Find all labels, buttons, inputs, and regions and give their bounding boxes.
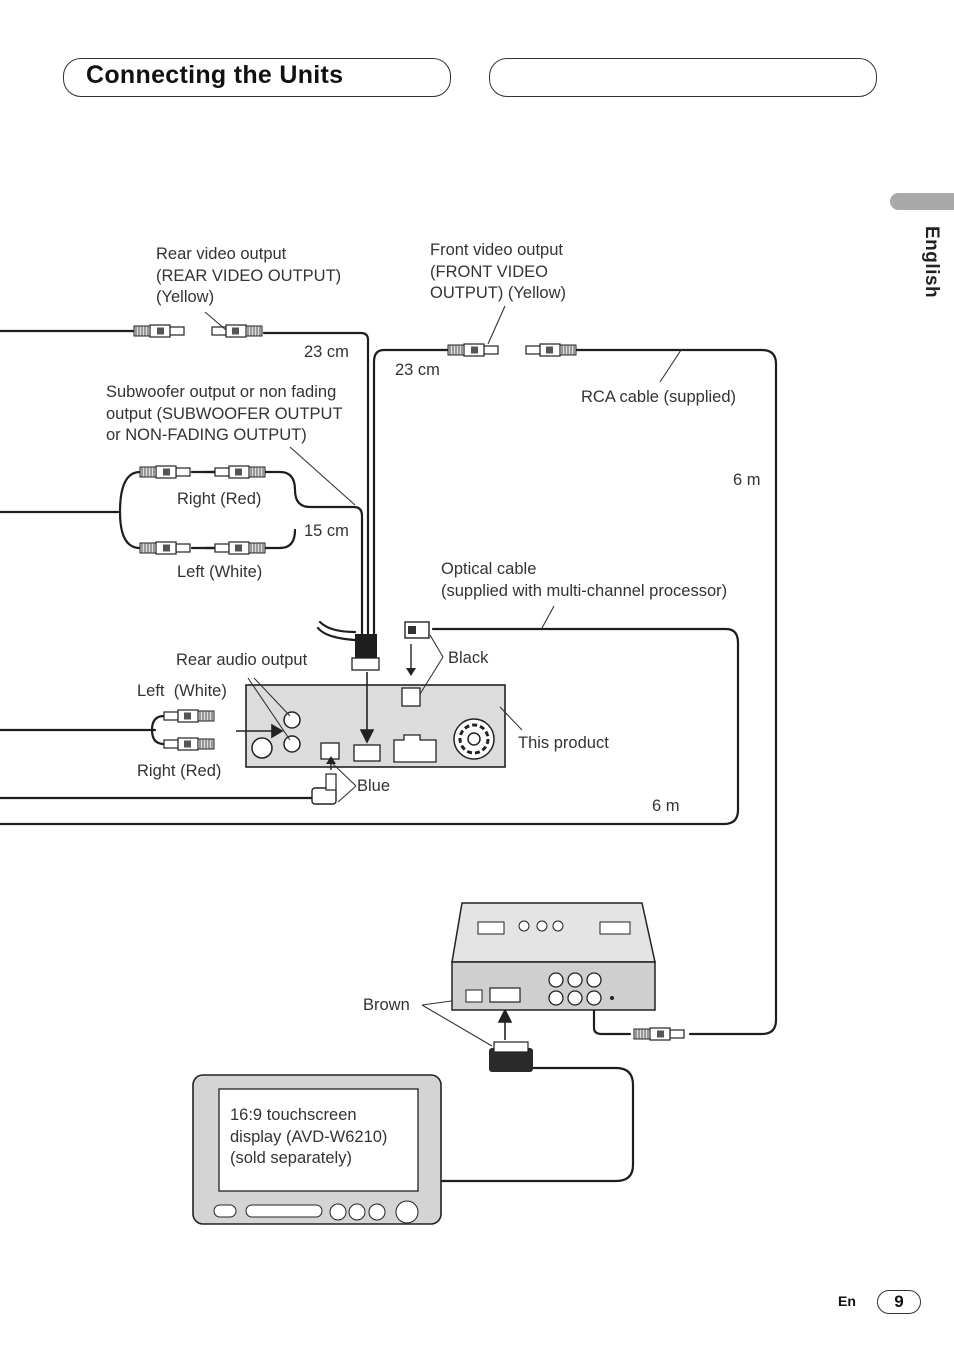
black-connector-label: Black [448,649,489,667]
front-video-output-label: Front video output (FRONT VIDEO OUTPUT) … [430,241,566,302]
left-white-subwoofer-label: Left (White) [177,563,263,581]
length-23cm-rear-label: 23 cm [304,343,349,361]
rear-video-output-label: Rear video output (REAR VIDEO OUTPUT) (Y… [156,245,342,306]
rca-cable-label: RCA cable (supplied) [581,388,736,406]
length-6m-optical-label: 6 m [652,797,680,815]
length-6m-rca-label: 6 m [733,471,761,489]
head-unit [245,684,506,768]
this-product-label: This product [518,734,609,752]
language-tab [890,193,954,210]
brown-connector-label: Brown [363,996,410,1014]
page-number: 9 [877,1290,921,1314]
blue-connector-label: Blue [357,777,391,795]
fan-grille-icon [453,718,495,760]
length-23cm-front-label: 23 cm [395,361,440,379]
header-blank-frame [489,58,877,97]
subwoofer-output-label: Subwoofer output or non fading output (S… [106,383,343,444]
right-red-audio-label: Right (Red) [137,762,222,780]
page-title: Connecting the Units [86,61,344,89]
left-white-audio-label: Left (White) [137,682,227,700]
title-frame: Connecting the Units [63,58,451,97]
rear-audio-output-label: Rear audio output [176,651,308,669]
length-15cm-label: 15 cm [304,522,349,540]
optical-plug-icon [404,621,430,676]
touchscreen-display-icon [192,1074,442,1225]
blue-plug-icon [311,756,337,805]
footer-language-code: En [838,1293,856,1309]
right-red-subwoofer-label: Right (Red) [177,490,262,508]
display-description-label: 16:9 touchscreen display (AVD-W6210) (so… [230,1106,388,1167]
multi-channel-processor-icon [451,902,656,1011]
optical-cable-label: Optical cable (supplied with multi-chann… [441,560,728,600]
language-label: English [921,226,942,299]
